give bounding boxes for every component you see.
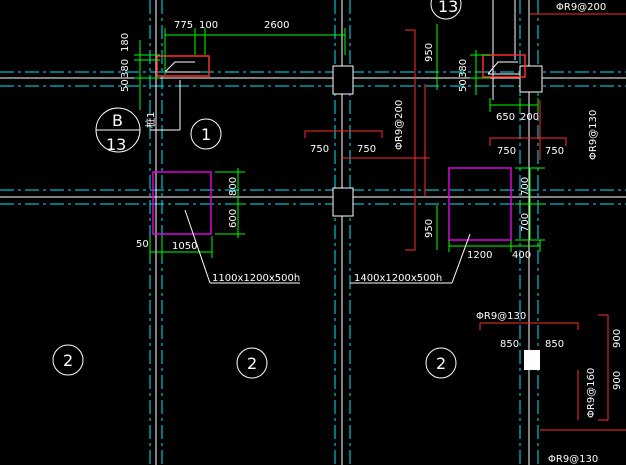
right-750-b: 750	[545, 146, 564, 157]
center-750-left: 750	[310, 144, 329, 155]
opening-left-callout: 1100x1200x500h	[212, 273, 300, 284]
right-200: 200	[520, 112, 539, 123]
opening-left-800: 800	[228, 177, 239, 196]
lower-850-b: 850	[545, 339, 564, 350]
right-380: 380	[458, 59, 469, 78]
opening-hatch	[164, 61, 520, 75]
svg-text:2: 2	[436, 354, 446, 373]
top-dimension-lines	[134, 28, 346, 110]
bubble-2-c: 2	[425, 347, 457, 379]
opening-right-700a: 700	[520, 177, 531, 196]
column-squares	[332, 65, 543, 217]
opening-left-dims	[149, 168, 245, 258]
axis-bubble-letter: B	[112, 111, 123, 130]
axis-label: 桩1	[144, 112, 157, 128]
vdim-380: 380	[120, 59, 131, 78]
vdim-50: 50	[120, 79, 131, 92]
vdim-180: 180	[120, 33, 131, 52]
dim-2600: 2600	[264, 20, 289, 31]
column-marker	[524, 350, 540, 370]
opening-left-1050: 1050	[172, 241, 197, 252]
lower-850-a: 850	[500, 339, 519, 350]
lower-900-b: 900	[612, 371, 623, 390]
bubble-2-a: 2	[52, 344, 84, 376]
axis-bubble-number: 13	[106, 135, 126, 154]
dim-775: 775	[174, 20, 193, 31]
center-750-right: 750	[357, 144, 376, 155]
right-spec-top: ΦR9@200	[556, 2, 606, 13]
svg-text:2: 2	[247, 354, 257, 373]
center-950-top: 950	[424, 43, 435, 62]
lower-spec-130: ΦR9@130	[476, 311, 526, 322]
lower-900-a: 900	[612, 329, 623, 348]
opening-left	[152, 171, 212, 235]
callout-leader-left	[184, 209, 211, 284]
red-openings-top	[156, 54, 526, 78]
opening-right-dims	[448, 167, 545, 252]
dim-100: 100	[199, 20, 218, 31]
center-spec: ΦR9@200	[394, 100, 405, 150]
bubble-1: 1	[190, 118, 222, 150]
center-rebar	[304, 29, 430, 251]
bubble-13-top-text: 13	[438, 0, 458, 16]
opening-right	[448, 167, 512, 241]
svg-text:1: 1	[201, 125, 211, 144]
center-callout: 1400x1200x500h	[354, 273, 442, 284]
axis-bubble-b13: B 13	[95, 107, 141, 154]
svg-text:2: 2	[63, 351, 73, 370]
right-upper-rebar	[489, 13, 626, 160]
opening-right-1200: 1200	[467, 250, 492, 261]
bubble-2-b: 2	[236, 347, 268, 379]
lower-spec-bottom: ΦR9@130	[548, 454, 598, 465]
center-950-bottom: 950	[424, 219, 435, 238]
right-50: 50	[458, 79, 469, 92]
right-750-a: 750	[497, 146, 516, 157]
lower-right-rebar	[479, 314, 626, 431]
right-upper-dims	[470, 50, 539, 112]
opening-left-600: 600	[228, 209, 239, 228]
opening-left-50: 50	[136, 239, 149, 250]
right-spec-130: ΦR9@130	[588, 110, 599, 160]
lower-spec-160: ΦR9@160	[586, 368, 597, 418]
opening-right-400: 400	[512, 250, 531, 261]
opening-right-700b: 700	[520, 213, 531, 232]
right-650: 650	[496, 112, 515, 123]
bubble-13-top	[430, 0, 462, 20]
callout-leader-right	[451, 233, 471, 284]
